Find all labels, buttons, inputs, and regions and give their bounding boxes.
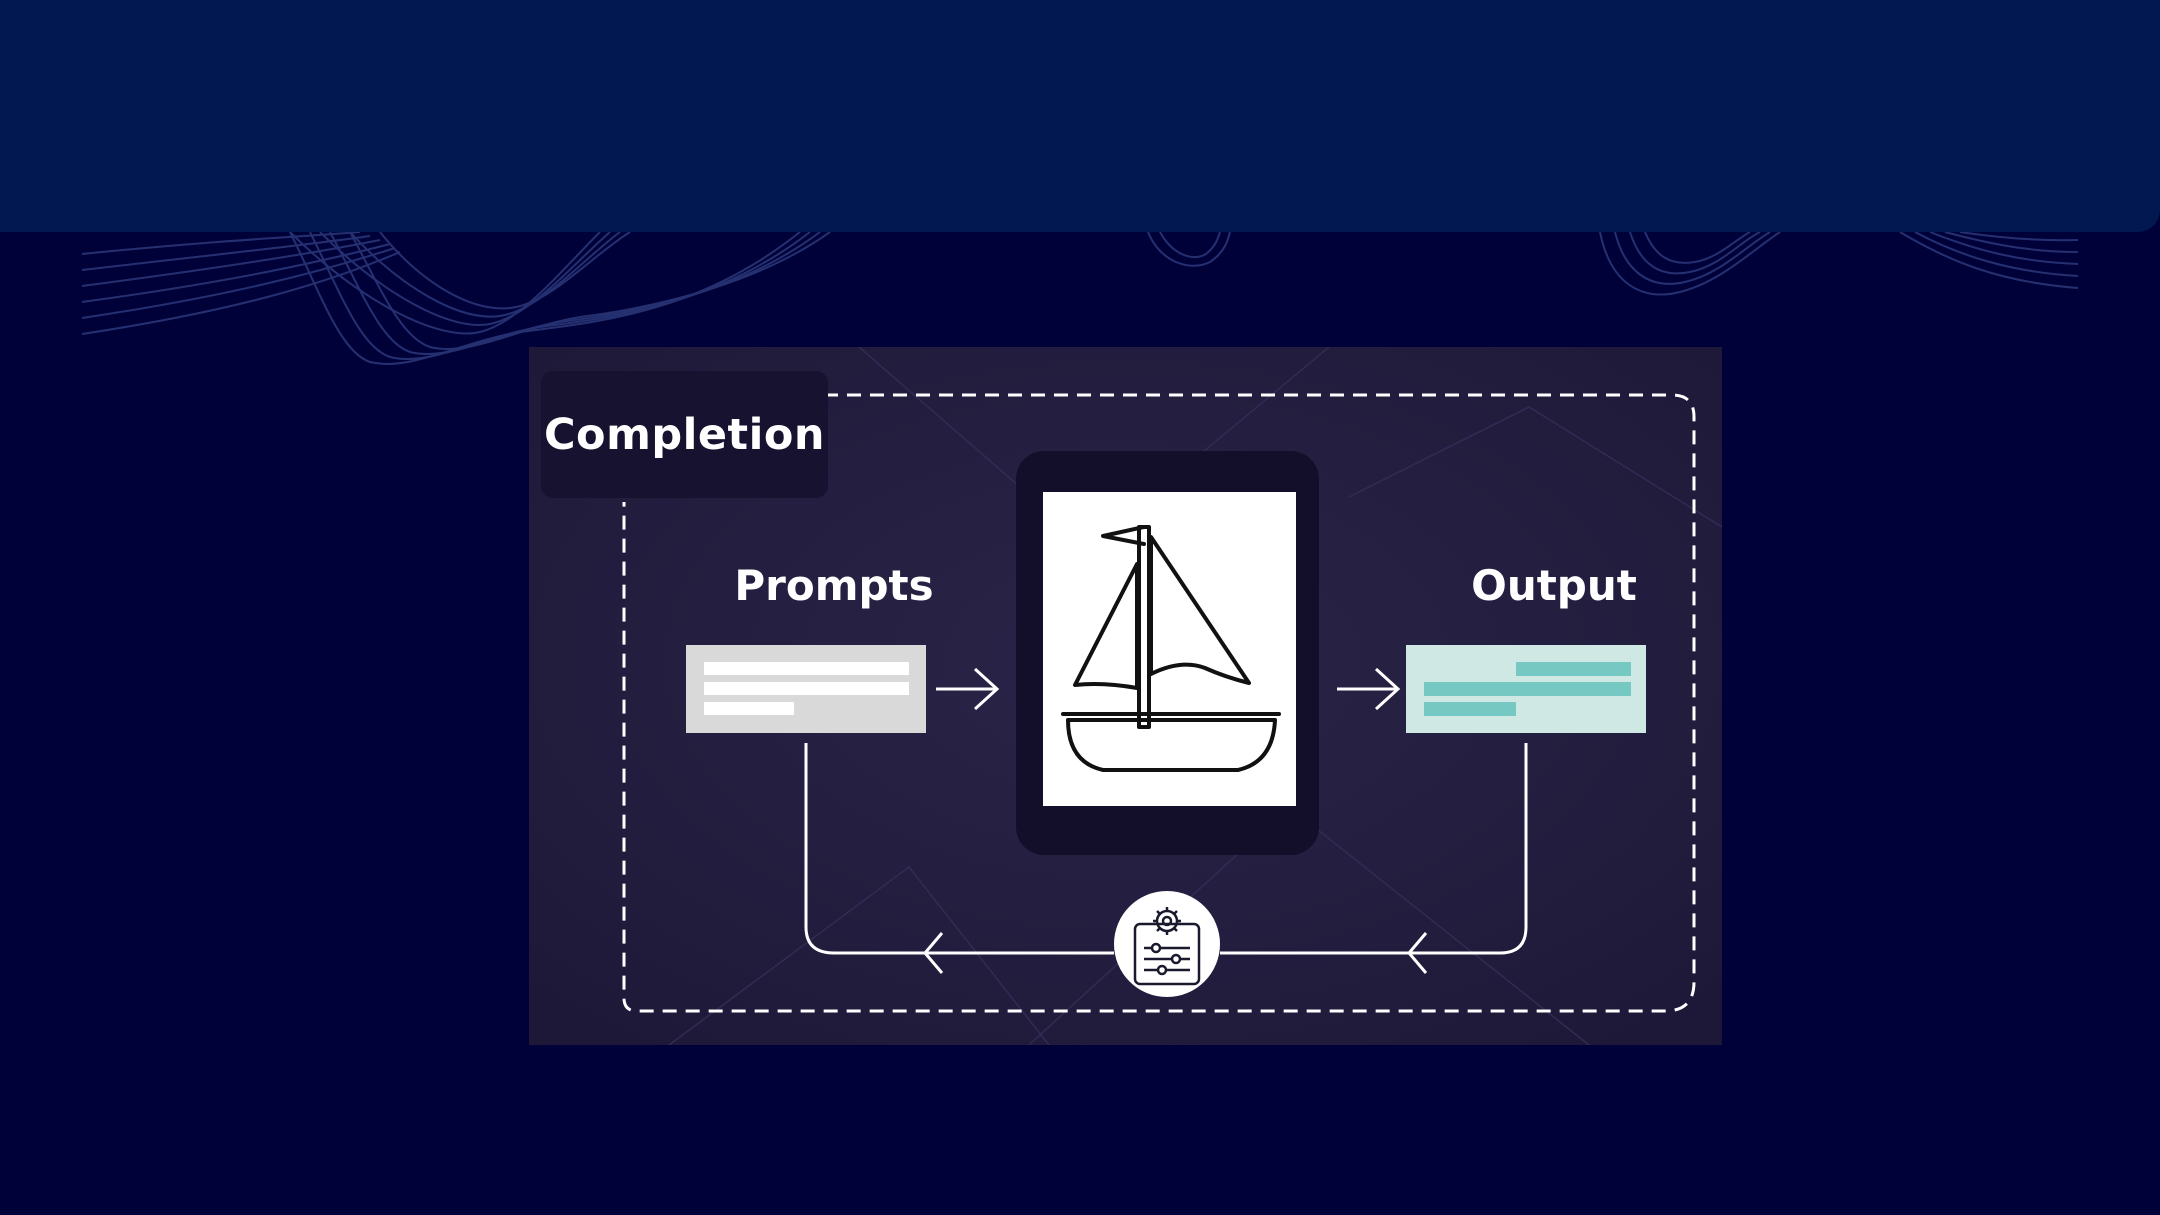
prompts-label: Prompts: [734, 561, 934, 610]
sailboat-icon: [1061, 525, 1281, 772]
diagram-title: Completion: [543, 409, 826, 460]
feedback-arrow-right: [1407, 932, 1434, 974]
header-band: [0, 0, 2160, 232]
prompt-line: [704, 682, 909, 695]
output-label: Output: [1471, 561, 1637, 610]
flow-connectors: [622, 393, 1696, 1013]
settings-sliders-gear-icon: [1114, 891, 1220, 997]
completion-boundary: [622, 393, 1696, 1013]
prompt-feedback-line: [804, 743, 924, 955]
completion-title-box: Completion: [541, 371, 828, 498]
model-box: [1016, 451, 1319, 855]
output-feedback-line: [1419, 743, 1528, 955]
model-screen: [1043, 492, 1296, 806]
output-line: [1424, 682, 1631, 696]
model-to-output-arrow: [1337, 667, 1401, 711]
decorative-wave-lines: [81, 232, 2079, 365]
prompt-to-model-arrow: [936, 667, 1000, 711]
prompt-line: [704, 702, 794, 715]
completion-diagram-panel: Completion Prompts Output: [529, 347, 1722, 1045]
feedback-arrow-left: [923, 932, 944, 974]
output-card: [1406, 645, 1646, 733]
prompt-card: [686, 645, 926, 733]
output-line: [1516, 662, 1631, 676]
output-line: [1424, 702, 1516, 716]
prompt-line: [704, 662, 909, 675]
